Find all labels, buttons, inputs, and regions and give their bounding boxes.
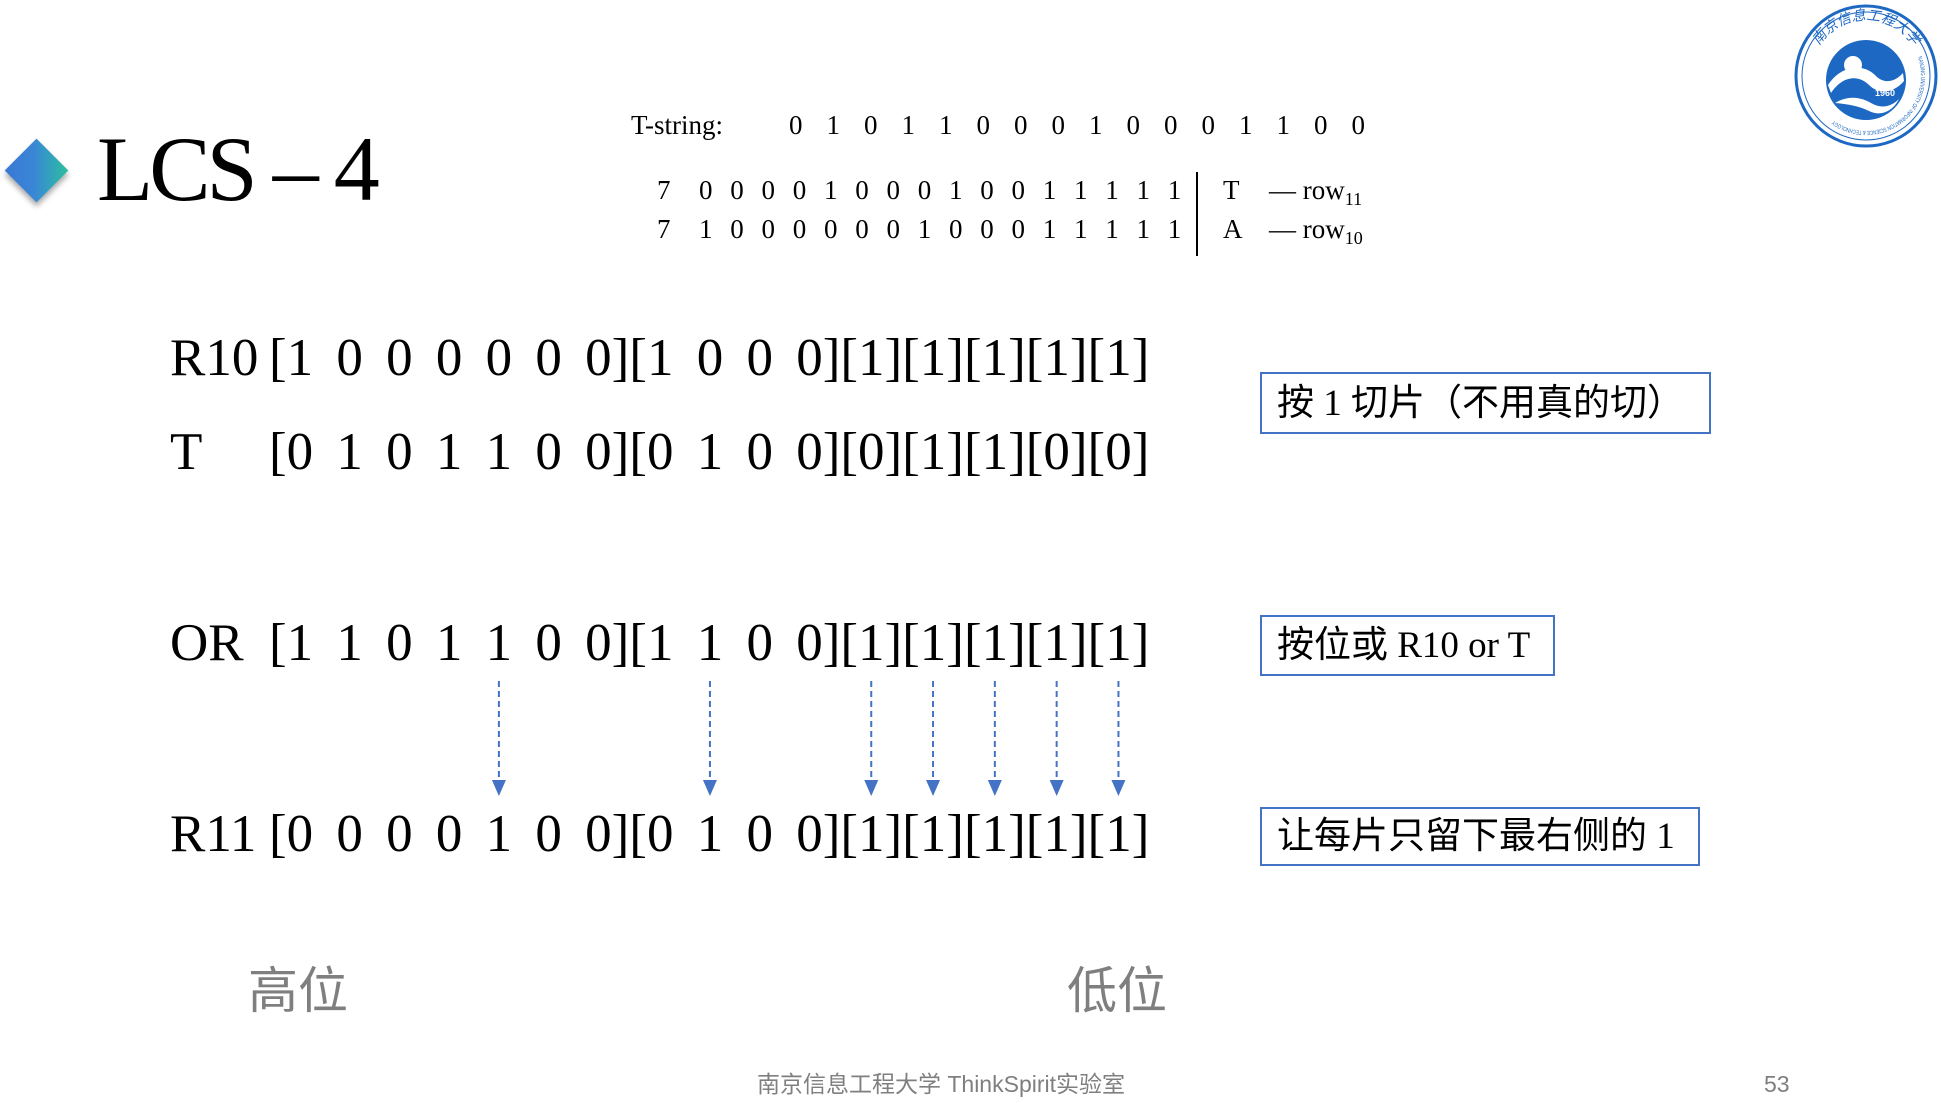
row-bits-r10: [1 0 0 0 0 0 0][1 0 0 0][1][1][1][1][1]: [269, 329, 1150, 387]
page-number: 53: [1764, 1071, 1790, 1097]
row-bits-r11: [0 0 0 0 1 0 0][0 1 0 0][1][1][1][1][1]: [269, 805, 1150, 863]
dashed-down-arrow-icon: [926, 681, 941, 796]
excerpt-row-char: T: [1223, 175, 1240, 205]
arrow-head: [926, 780, 941, 796]
row-label-r11: R11: [170, 805, 257, 863]
excerpt-row-number: 7: [657, 214, 671, 244]
dashed-down-arrow-icon: [1049, 681, 1064, 796]
arrow-head: [864, 780, 879, 796]
excerpt-row-bits: 1 0 0 0 0 0 0 1 0 0 0 1 1 1 1 1: [699, 214, 1182, 244]
excerpt-row-subscript: 10: [1344, 228, 1363, 248]
high-bit-label: 高位: [248, 963, 348, 1019]
logo-wave: [1835, 97, 1899, 114]
university-logo-icon: 南京信息工程大学 NANJING UNIVERSITY OF INFORMATI…: [1794, 4, 1938, 148]
dashed-down-arrow-icon: [987, 681, 1002, 796]
dashed-down-arrow-icon: [491, 681, 506, 796]
note-text: 让每片只留下最右侧的 1: [1277, 816, 1675, 857]
excerpt-row-subscript: 11: [1344, 189, 1363, 209]
logo-year: 1960: [1875, 88, 1895, 98]
note-text: 按 1 切片（不用真的切）: [1277, 382, 1684, 424]
row-label-or: OR: [170, 614, 244, 672]
row-label-t: T: [170, 423, 203, 481]
logo-inner-ring: [1801, 11, 1931, 141]
row-label-r10: R10: [170, 329, 259, 387]
arrow-head: [1111, 780, 1126, 796]
row-bits-t: [0 1 0 1 1 0 0][0 1 0 0][0][1][1][0][0]: [269, 423, 1150, 481]
t-string-label: T-string:: [631, 110, 724, 140]
arrow-head: [702, 780, 717, 796]
arrow-head: [1049, 780, 1064, 796]
note-text: 按位或 R10 or T: [1277, 625, 1531, 666]
slide-title: LCS – 4: [97, 118, 380, 220]
t-string-bits: 0 1 0 1 1 0 0 0 1 0 0 0 1 1 0 0: [789, 110, 1365, 140]
excerpt-row-label-text: — row: [1269, 214, 1345, 244]
dashed-down-arrow-icon: [702, 681, 717, 796]
excerpt-row-label: — row11: [1269, 175, 1362, 209]
note-box-rightmost: 让每片只留下最右侧的 1: [1260, 807, 1700, 866]
arrow-head: [987, 780, 1002, 796]
dashed-down-arrow-icon: [1111, 681, 1126, 796]
dashed-down-arrow-icon: [864, 681, 879, 796]
logo-wave: [1828, 67, 1904, 93]
excerpt-row-bits: 0 0 0 0 1 0 0 0 1 0 0 1 1 1 1 1: [699, 175, 1182, 205]
excerpt-row-label-text: — row: [1269, 175, 1345, 205]
excerpt-row-char: A: [1223, 214, 1243, 244]
excerpt-row-number: 7: [657, 175, 671, 205]
excerpt-divider: [1196, 172, 1198, 256]
note-box-slice: 按 1 切片（不用真的切）: [1260, 372, 1711, 434]
excerpt-row-label: — row10: [1269, 214, 1363, 248]
low-bit-label: 低位: [1067, 963, 1167, 1019]
arrow-head: [491, 780, 506, 796]
row-bits-or: [1 1 0 1 1 0 0][1 1 0 0][1][1][1][1][1]: [269, 614, 1150, 672]
note-box-or: 按位或 R10 or T: [1260, 615, 1555, 676]
diamond-bullet-icon: [4, 138, 69, 203]
footer-text: 南京信息工程大学 ThinkSpirit实验室: [756, 1071, 1126, 1097]
